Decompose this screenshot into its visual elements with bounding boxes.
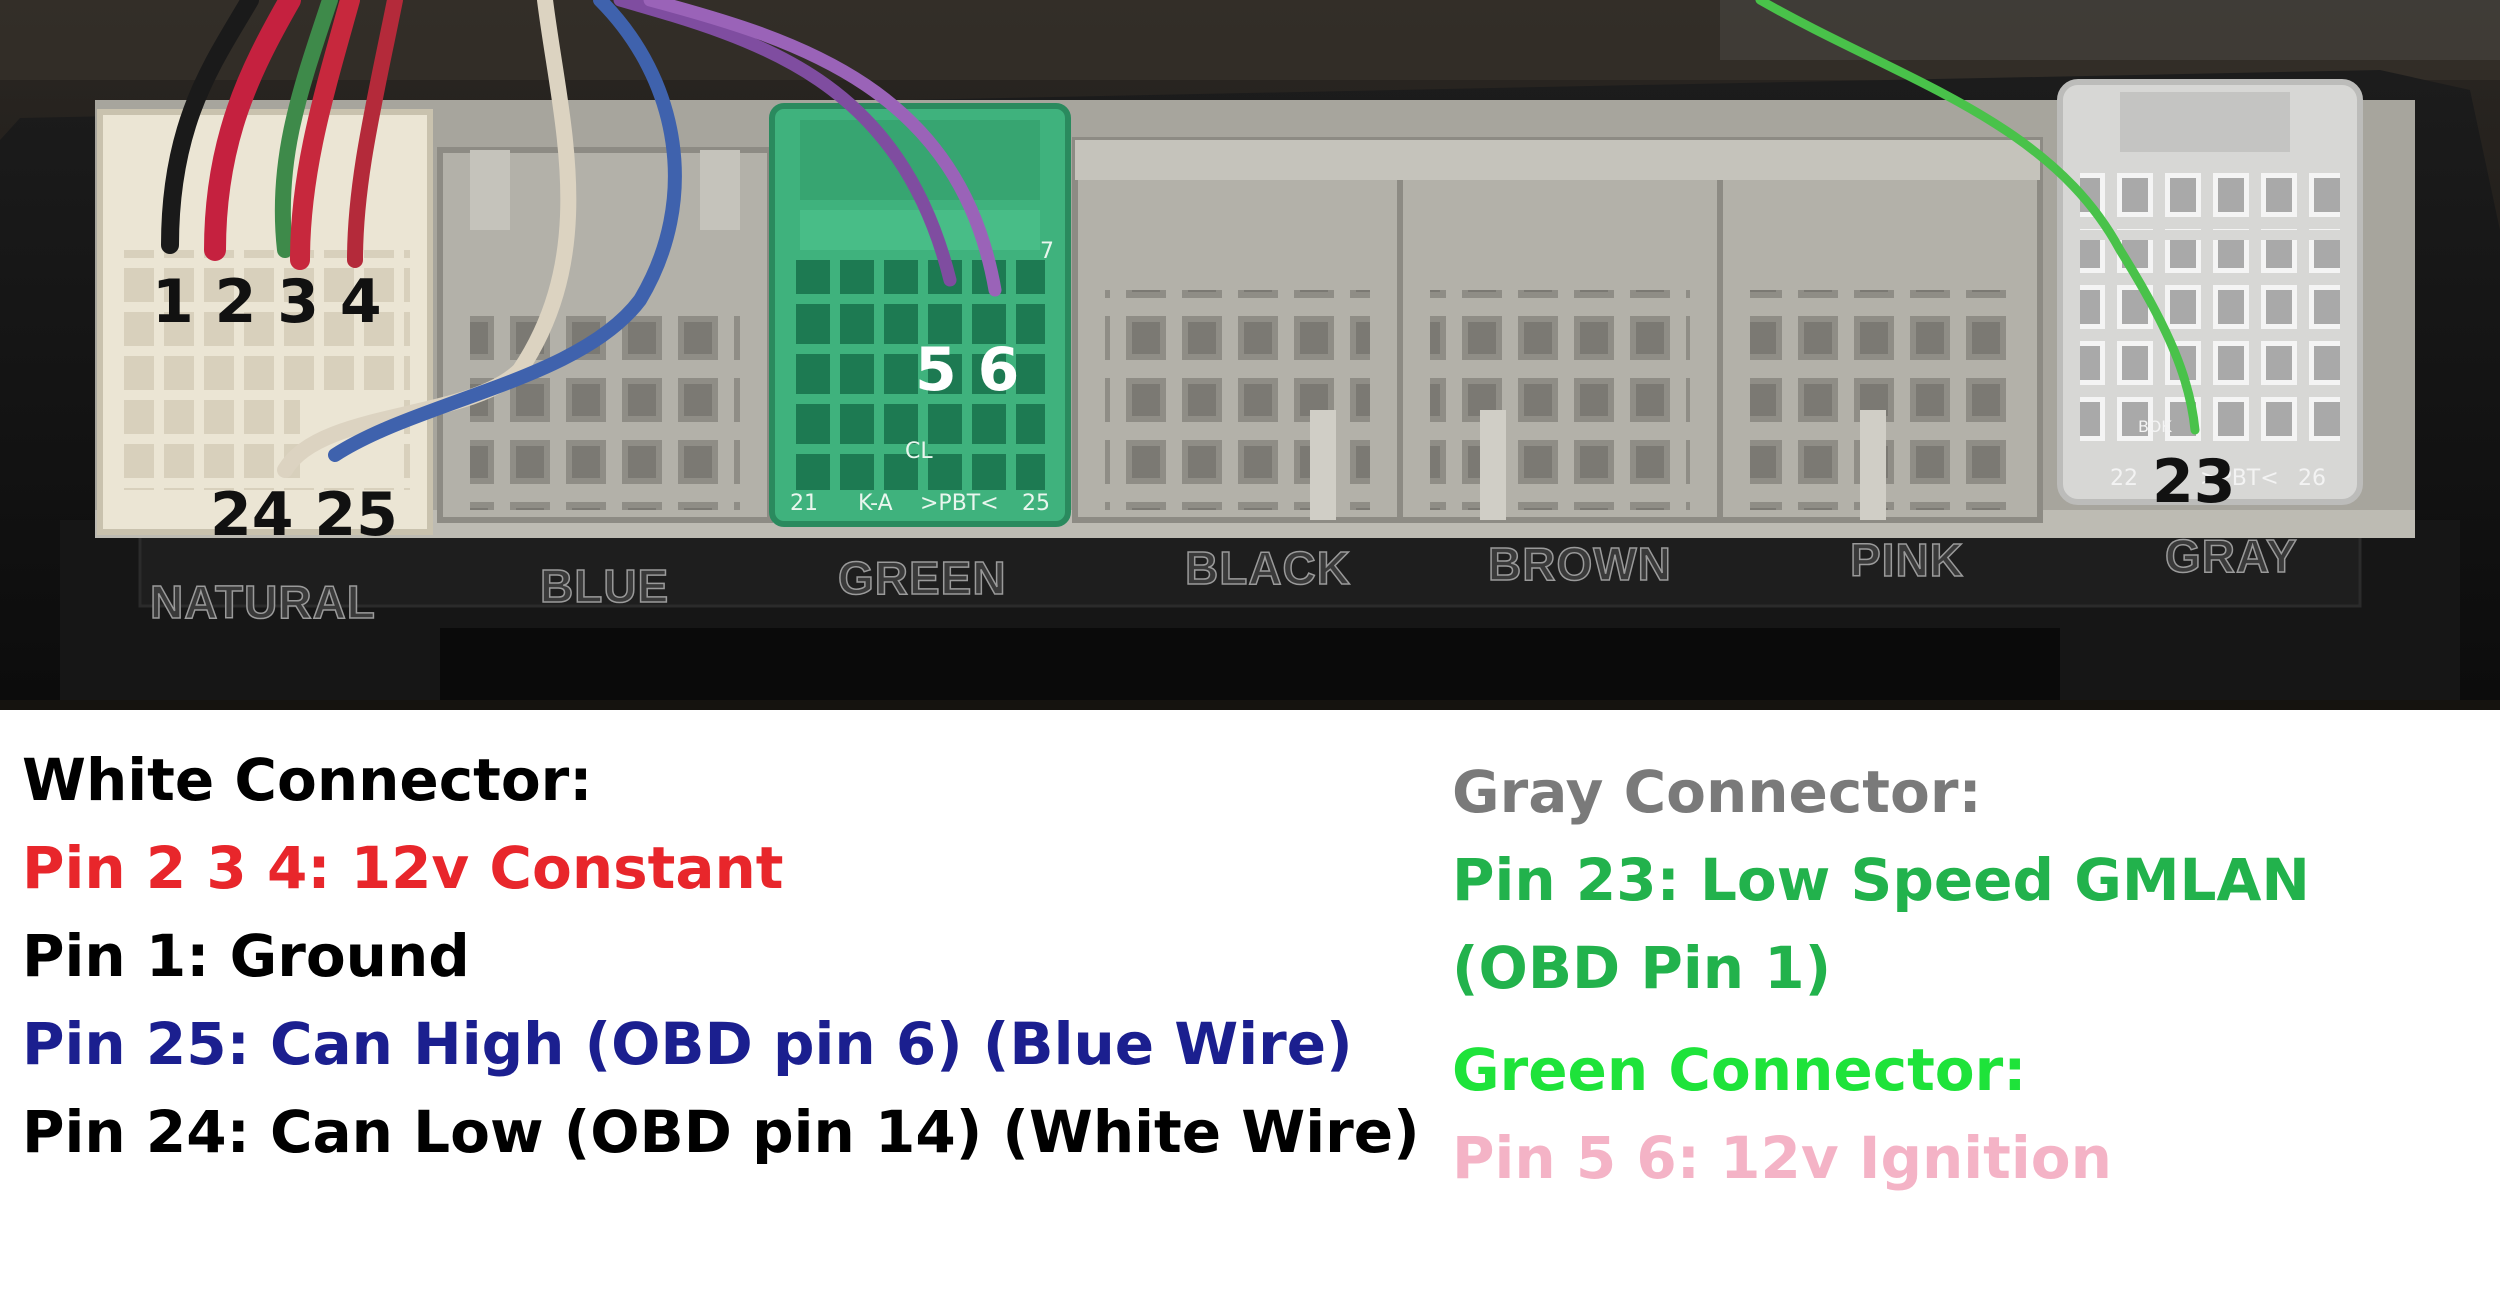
legend-line-12v-ignition: Pin 5 6: 12v Ignition (1452, 1124, 2112, 1192)
strip-label-pink: PINK (1850, 534, 1964, 586)
gray-mark-pbt: >PBT< (2200, 466, 2279, 491)
green-mark-code: K-A (858, 491, 893, 516)
legend-line-12v-constant: Pin 2 3 4: 12v Constant (22, 834, 784, 902)
strip-label-green: GREEN (838, 552, 1007, 604)
strip-label-brown: BROWN (1488, 538, 1672, 590)
color-label-strip (138, 526, 2362, 608)
gray-green-connector-legend: Gray Connector: Pin 23: Low Speed GMLAN … (1452, 748, 2310, 1202)
legend-line-can-high: Pin 25: Can High (OBD pin 6) (Blue Wire) (22, 1010, 1353, 1078)
connector-photo: CL 21 K-A >PBT< 25 7 22 >PBT< 26 BOK NAT… (0, 0, 2500, 710)
green-mark-cl: CL (905, 439, 933, 464)
ecu-connector-image: CL 21 K-A >PBT< 25 7 22 >PBT< 26 BOK NAT… (0, 0, 2500, 710)
strip-label-gray: GRAY (2165, 530, 2298, 582)
gray-pin-number: 23 (2152, 447, 2236, 517)
strip-label-black: BLACK (1185, 542, 1351, 594)
gray-mark-bok: BOK (2138, 417, 2172, 436)
white-top-pin-numbers: 1 2 3 4 (152, 267, 382, 337)
white-bottom-pin-numbers: 24 25 (210, 480, 398, 550)
legend-line-gmlan: Pin 23: Low Speed GMLAN (1452, 846, 2310, 914)
strip-label-blue: BLUE (540, 560, 669, 612)
strip-labels: NATURAL BLUE GREEN BLACK BROWN PINK GRAY (149, 529, 2298, 629)
gray-mark-22: 22 (2110, 466, 2138, 491)
wires (161, 0, 2200, 478)
white-connector-heading: White Connector: (22, 746, 593, 814)
green-connector-marks: CL 21 K-A >PBT< 25 7 (790, 239, 1054, 516)
green-connector-heading: Green Connector: (1452, 1036, 2027, 1104)
strip-label-natural: NATURAL (150, 576, 376, 628)
green-mark-25: 25 (1022, 491, 1050, 516)
green-pin-numbers: 5 6 (915, 335, 1019, 405)
green-mark-pbt: >PBT< (920, 491, 999, 516)
gray-connector-heading: Gray Connector: (1452, 758, 1982, 826)
gray-connector-marks: 22 >PBT< 26 BOK (2110, 417, 2326, 491)
legend-line-ground: Pin 1: Ground (22, 922, 470, 990)
white-connector-legend: White Connector: Pin 2 3 4: 12v Constant… (22, 736, 1420, 1176)
green-mark-7: 7 (1040, 239, 1054, 264)
gray-mark-26: 26 (2298, 466, 2326, 491)
legend-line-can-low: Pin 24: Can Low (OBD pin 14) (White Wire… (22, 1098, 1420, 1166)
green-mark-21: 21 (790, 491, 818, 516)
legend-line-obd-pin-1: (OBD Pin 1) (1452, 934, 1832, 1002)
